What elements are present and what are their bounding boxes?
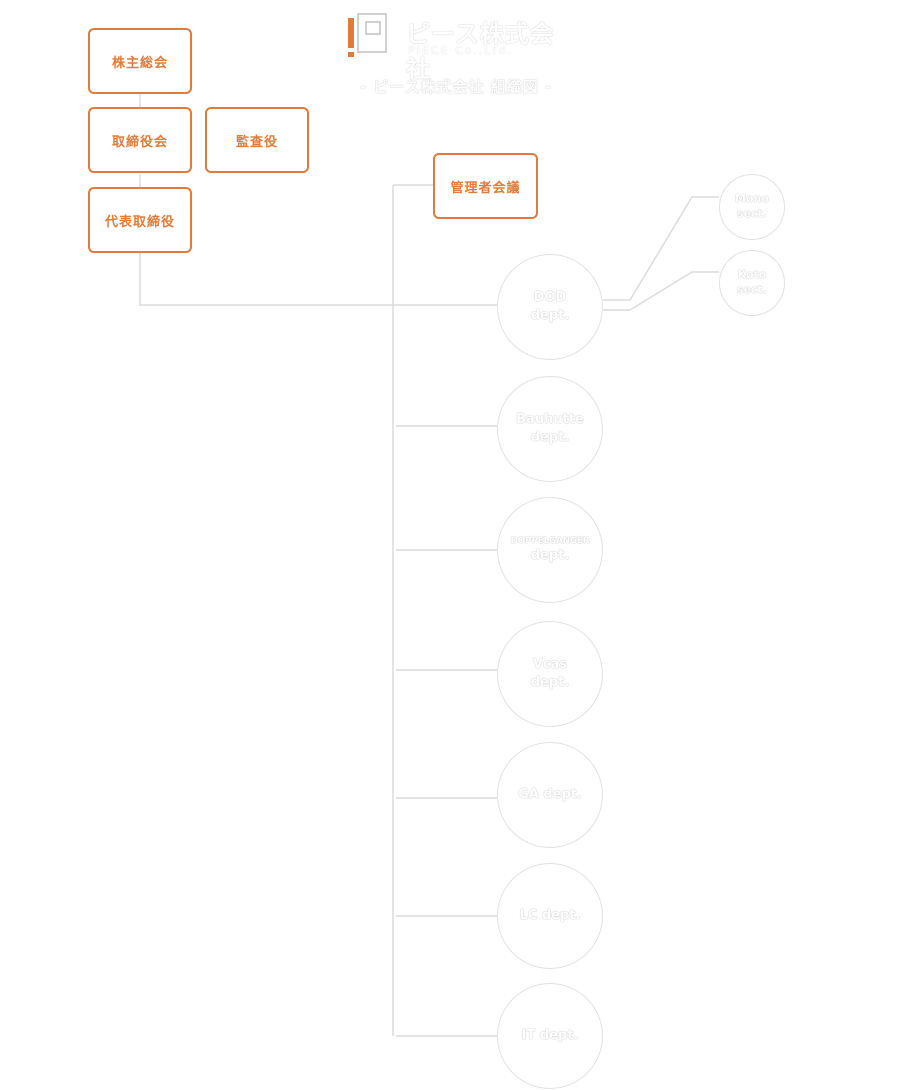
box-auditor: 監査役 xyxy=(205,107,309,173)
company-logo: ピース株式会社 PIECE Co.,Ltd. xyxy=(344,6,574,83)
dept-label-line1: IT dept. xyxy=(521,1028,579,1044)
dept-circle-it: IT dept. xyxy=(497,983,603,1089)
dept-label-line1: DOPPELGANGER xyxy=(510,536,590,547)
dept-label-line1: GA dept. xyxy=(518,787,582,803)
dept-label-line2: dept. xyxy=(530,675,570,690)
box-shareholders-meeting: 株主総会 xyxy=(88,28,192,94)
box-representative-director: 代表取締役 xyxy=(88,187,192,253)
dept-label-line2: dept. xyxy=(530,430,570,445)
box-board-of-directors: 取締役会 xyxy=(88,107,192,173)
dept-label-line2: dept. xyxy=(530,308,570,323)
sect-circle-mono: Mono sect. xyxy=(719,174,785,240)
sect-label-line1: Koto xyxy=(737,268,767,282)
dept-label-line1: Bauhutte xyxy=(516,412,584,428)
dept-circle-dod: DOD dept. xyxy=(497,254,603,360)
connector-representative-trunk xyxy=(139,253,497,306)
box-management-meeting: 管理者会議 xyxy=(433,153,538,219)
chart-title: - ピース株式会社 組織図 - xyxy=(359,78,553,96)
sect-label-line2: sect. xyxy=(737,207,767,220)
connector-sect-1 xyxy=(603,196,719,301)
dept-label-line1: DOD xyxy=(533,290,567,306)
sect-circle-koto: Koto sect. xyxy=(719,250,785,316)
dept-label-line1: LC dept. xyxy=(519,908,581,924)
logo-company-subname: PIECE Co.,Ltd. xyxy=(408,44,514,57)
logo-company-name: ピース株式会社 xyxy=(406,20,555,83)
sect-label-line1: Mono xyxy=(735,192,769,206)
connector-sect-2 xyxy=(603,271,719,311)
dept-label-line2: dept. xyxy=(530,548,570,564)
dept-circle-bauhutte: Bauhutte dept. xyxy=(497,376,603,482)
dept-circle-doppelganger: DOPPELGANGER dept. xyxy=(497,497,603,603)
dept-circle-ga: GA dept. xyxy=(497,742,603,848)
sect-label-line2: sect. xyxy=(737,283,767,296)
dept-circle-vcas: Vcas dept. xyxy=(497,621,603,727)
logo-mark-icon xyxy=(348,13,387,57)
dept-circle-lc: LC dept. xyxy=(497,863,603,969)
dept-label-line1: Vcas xyxy=(532,657,568,673)
